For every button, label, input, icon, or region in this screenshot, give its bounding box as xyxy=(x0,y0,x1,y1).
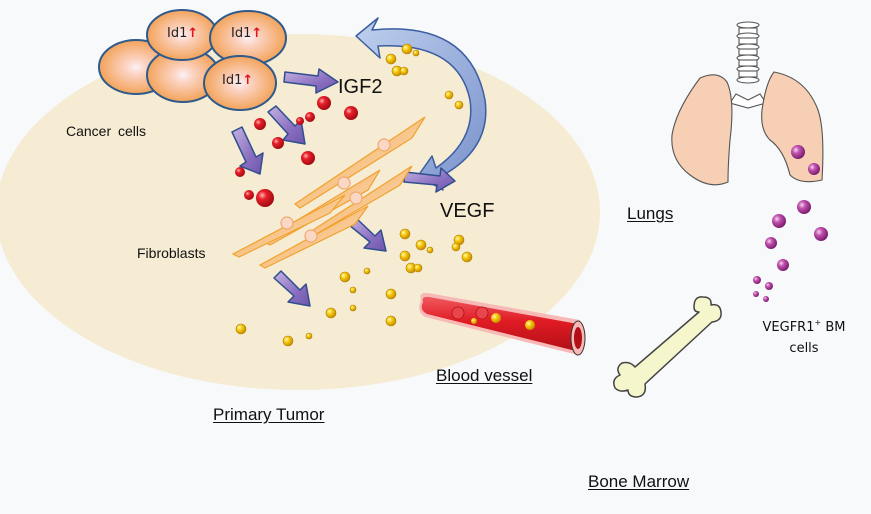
upregulation-arrow-icon: ↑ xyxy=(242,73,254,88)
vegf-particle xyxy=(401,43,413,55)
vegf-particle xyxy=(451,242,461,252)
arrow-igf2-down-1 xyxy=(231,126,264,175)
blood-vessel-label: Blood vessel xyxy=(436,366,533,385)
vegf-particles xyxy=(235,43,473,347)
arrow-igf2-down-2 xyxy=(267,105,306,145)
vegf-particle xyxy=(454,100,464,110)
upregulation-arrow-icon: ↑ xyxy=(187,26,199,41)
id1-label: Id1↑ xyxy=(222,73,253,88)
cancer-cell-cluster xyxy=(98,9,287,111)
cancer-cell xyxy=(203,55,277,111)
bm-cell xyxy=(808,163,820,175)
feedback-arrow xyxy=(355,17,487,191)
vegf-particle xyxy=(444,90,454,100)
igf2-particle xyxy=(305,112,315,122)
igf2-particle xyxy=(256,189,274,207)
cells-line: cells xyxy=(789,341,819,356)
bm-cell xyxy=(765,282,773,290)
bm-cell xyxy=(753,291,759,297)
lung-left xyxy=(671,74,733,186)
vegf-particle xyxy=(235,323,247,335)
vegf-particle xyxy=(412,49,420,57)
bm-cell xyxy=(797,200,811,214)
igf2-particle xyxy=(272,137,284,149)
arrow-vegf-down-1 xyxy=(348,217,387,252)
upregulation-arrow-icon: ↑ xyxy=(251,26,263,41)
blood-vessel xyxy=(419,292,586,356)
id1-label: Id1↑ xyxy=(167,26,198,41)
vegf-particle xyxy=(415,239,427,251)
vegf-particle xyxy=(339,271,351,283)
id1-label: Id1↑ xyxy=(231,26,262,41)
primary-tumor-label: Primary Tumor xyxy=(213,405,325,424)
bm-cells xyxy=(753,145,828,302)
trachea xyxy=(729,21,767,109)
bm-cell xyxy=(791,145,805,159)
vegf-particle xyxy=(363,267,371,275)
igf2-particles xyxy=(235,96,358,207)
arrow-to-vegf xyxy=(403,167,456,193)
vegf-particle xyxy=(399,250,411,262)
bm-cell xyxy=(753,276,761,284)
igf2-particle xyxy=(244,190,254,200)
vegf-particle xyxy=(349,286,357,294)
igf2-particle xyxy=(296,117,304,125)
bm-cell xyxy=(772,214,786,228)
bm-cell xyxy=(814,227,828,241)
vegf-label: VEGF xyxy=(440,200,495,222)
gene-name: Id1 xyxy=(167,26,188,41)
vegfr1-bm-cells-label: VEGFR1+ BM cells xyxy=(743,312,865,359)
vegf-particle xyxy=(461,251,473,263)
vegf-particle xyxy=(385,53,397,65)
fibroblasts-label: Fibroblasts xyxy=(137,245,206,261)
gene-name: Id1 xyxy=(222,73,243,88)
bone-illustration xyxy=(613,296,722,398)
gene-name: Id1 xyxy=(231,26,252,41)
vegf-particle xyxy=(399,66,409,76)
vegf-particle xyxy=(399,228,411,240)
igf2-particle xyxy=(235,167,245,177)
lungs-label: Lungs xyxy=(627,204,674,223)
vegf-particle xyxy=(349,304,357,312)
vegfr1-line: VEGFR1+ BM xyxy=(762,318,846,335)
igf2-label: IGF2 xyxy=(338,76,383,98)
bm-cell xyxy=(763,296,769,302)
arrow-to-igf2 xyxy=(283,68,339,94)
vegf-particle xyxy=(385,288,397,300)
igf2-particle xyxy=(301,151,315,165)
cancer-cells-label: Cancer cells xyxy=(66,123,147,139)
bm-cell xyxy=(765,237,777,249)
vegf-particle xyxy=(282,335,294,347)
bone-marrow-label: Bone Marrow xyxy=(588,472,690,491)
vegf-particle xyxy=(426,246,434,254)
igf2-particle xyxy=(344,106,358,120)
vegf-particle xyxy=(325,307,337,319)
vegf-particle xyxy=(305,332,313,340)
lung-right xyxy=(761,71,824,183)
fibroblasts xyxy=(231,116,426,269)
signal-arrows xyxy=(231,68,456,307)
arrow-vegf-down-2 xyxy=(273,270,311,307)
bm-cell xyxy=(777,259,789,271)
vegf-particle xyxy=(413,263,423,273)
igf2-particle xyxy=(317,96,331,110)
igf2-particle xyxy=(254,118,266,130)
vegf-particle xyxy=(385,315,397,327)
lungs-illustration xyxy=(671,21,824,186)
